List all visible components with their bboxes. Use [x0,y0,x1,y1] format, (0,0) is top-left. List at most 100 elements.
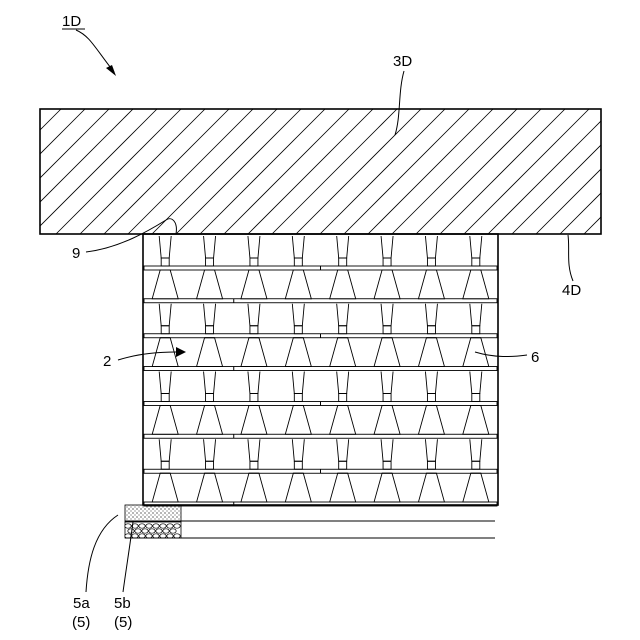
hatch-line [32,109,157,234]
upper-post [337,439,349,461]
post-cap [294,394,302,402]
post-cap [427,394,435,402]
post-cap [472,258,480,266]
upper-post [204,439,216,461]
post-cap [294,326,302,334]
slab-3d [0,109,640,234]
label-5a-sub: (5) [72,614,90,631]
upper-post [204,236,216,258]
hatch-line [320,109,445,234]
lower-leg [418,270,444,299]
post-cap [206,394,214,402]
layer-5b-pebbles [125,524,180,538]
post-cap [427,258,435,266]
upper-post [470,236,482,258]
hatch-line [128,109,253,234]
hatch-line [0,109,37,234]
post-cap [339,326,347,334]
lower-leg [152,406,178,435]
hatch-line [176,109,301,234]
upper-post [248,439,260,461]
post-cap [206,258,214,266]
post-cap [472,394,480,402]
lower-leg [285,473,311,502]
post-cap [161,326,169,334]
lower-leg [285,338,311,367]
pebble [135,529,141,533]
pebble [142,529,148,533]
upper-post [159,439,171,461]
post-cap [294,461,302,469]
pebble [163,529,169,533]
post-cap [427,461,435,469]
lower-leg [330,270,356,299]
label-9: 9 [72,245,80,262]
lower-leg [152,270,178,299]
post-cap [206,461,214,469]
lower-leg [241,473,267,502]
post-cap [339,461,347,469]
arrow-2 [176,347,186,357]
upper-post [470,439,482,461]
post-cap [294,258,302,266]
lower-leg [285,270,311,299]
hatch-line [584,109,640,234]
upper-post [292,304,304,326]
hatch-line [104,109,229,234]
lower-leg [374,338,400,367]
lower-leg [197,338,223,367]
upper-post [425,439,437,461]
lower-leg [418,406,444,435]
hatch-line [0,109,109,234]
pebble [153,524,159,528]
hatch-line [296,109,421,234]
post-cap [383,258,391,266]
post-cap [472,326,480,334]
upper-post [248,304,260,326]
upper-post [425,304,437,326]
post-cap [383,326,391,334]
leader-9 [86,219,176,252]
lower-leg [463,406,489,435]
pebble [167,524,173,528]
lower-leg [241,270,267,299]
upper-post [425,236,437,258]
label-4d: 4D [562,282,581,299]
lower-leg [463,270,489,299]
post-cap [161,394,169,402]
hatch-line [368,109,493,234]
upper-post [337,236,349,258]
hatch-line [512,109,637,234]
upper-post [381,304,393,326]
lower-leg [241,338,267,367]
upper-post [337,372,349,394]
lower-leg [197,473,223,502]
hatch-line [416,109,541,234]
upper-post [159,236,171,258]
lower-leg [152,473,178,502]
upper-post [248,372,260,394]
hatch-line [0,109,13,234]
label-3d: 3D [393,53,412,70]
hatch-line [0,109,61,234]
upper-post [248,236,260,258]
pebble [160,524,166,528]
lower-leg [330,406,356,435]
upper-post [381,236,393,258]
base-layers [125,505,495,538]
lower-leg [330,338,356,367]
label-5b-sub: (5) [114,614,132,631]
lower-leg [197,406,223,435]
pebble [156,529,162,533]
upper-post [292,372,304,394]
post-cap [250,326,258,334]
upper-post [381,372,393,394]
plate [144,367,497,371]
upper-post [204,372,216,394]
pebble [125,524,131,528]
cell-grid [143,236,498,506]
pebble [139,524,145,528]
post-cap [427,326,435,334]
hatch-line [248,109,373,234]
